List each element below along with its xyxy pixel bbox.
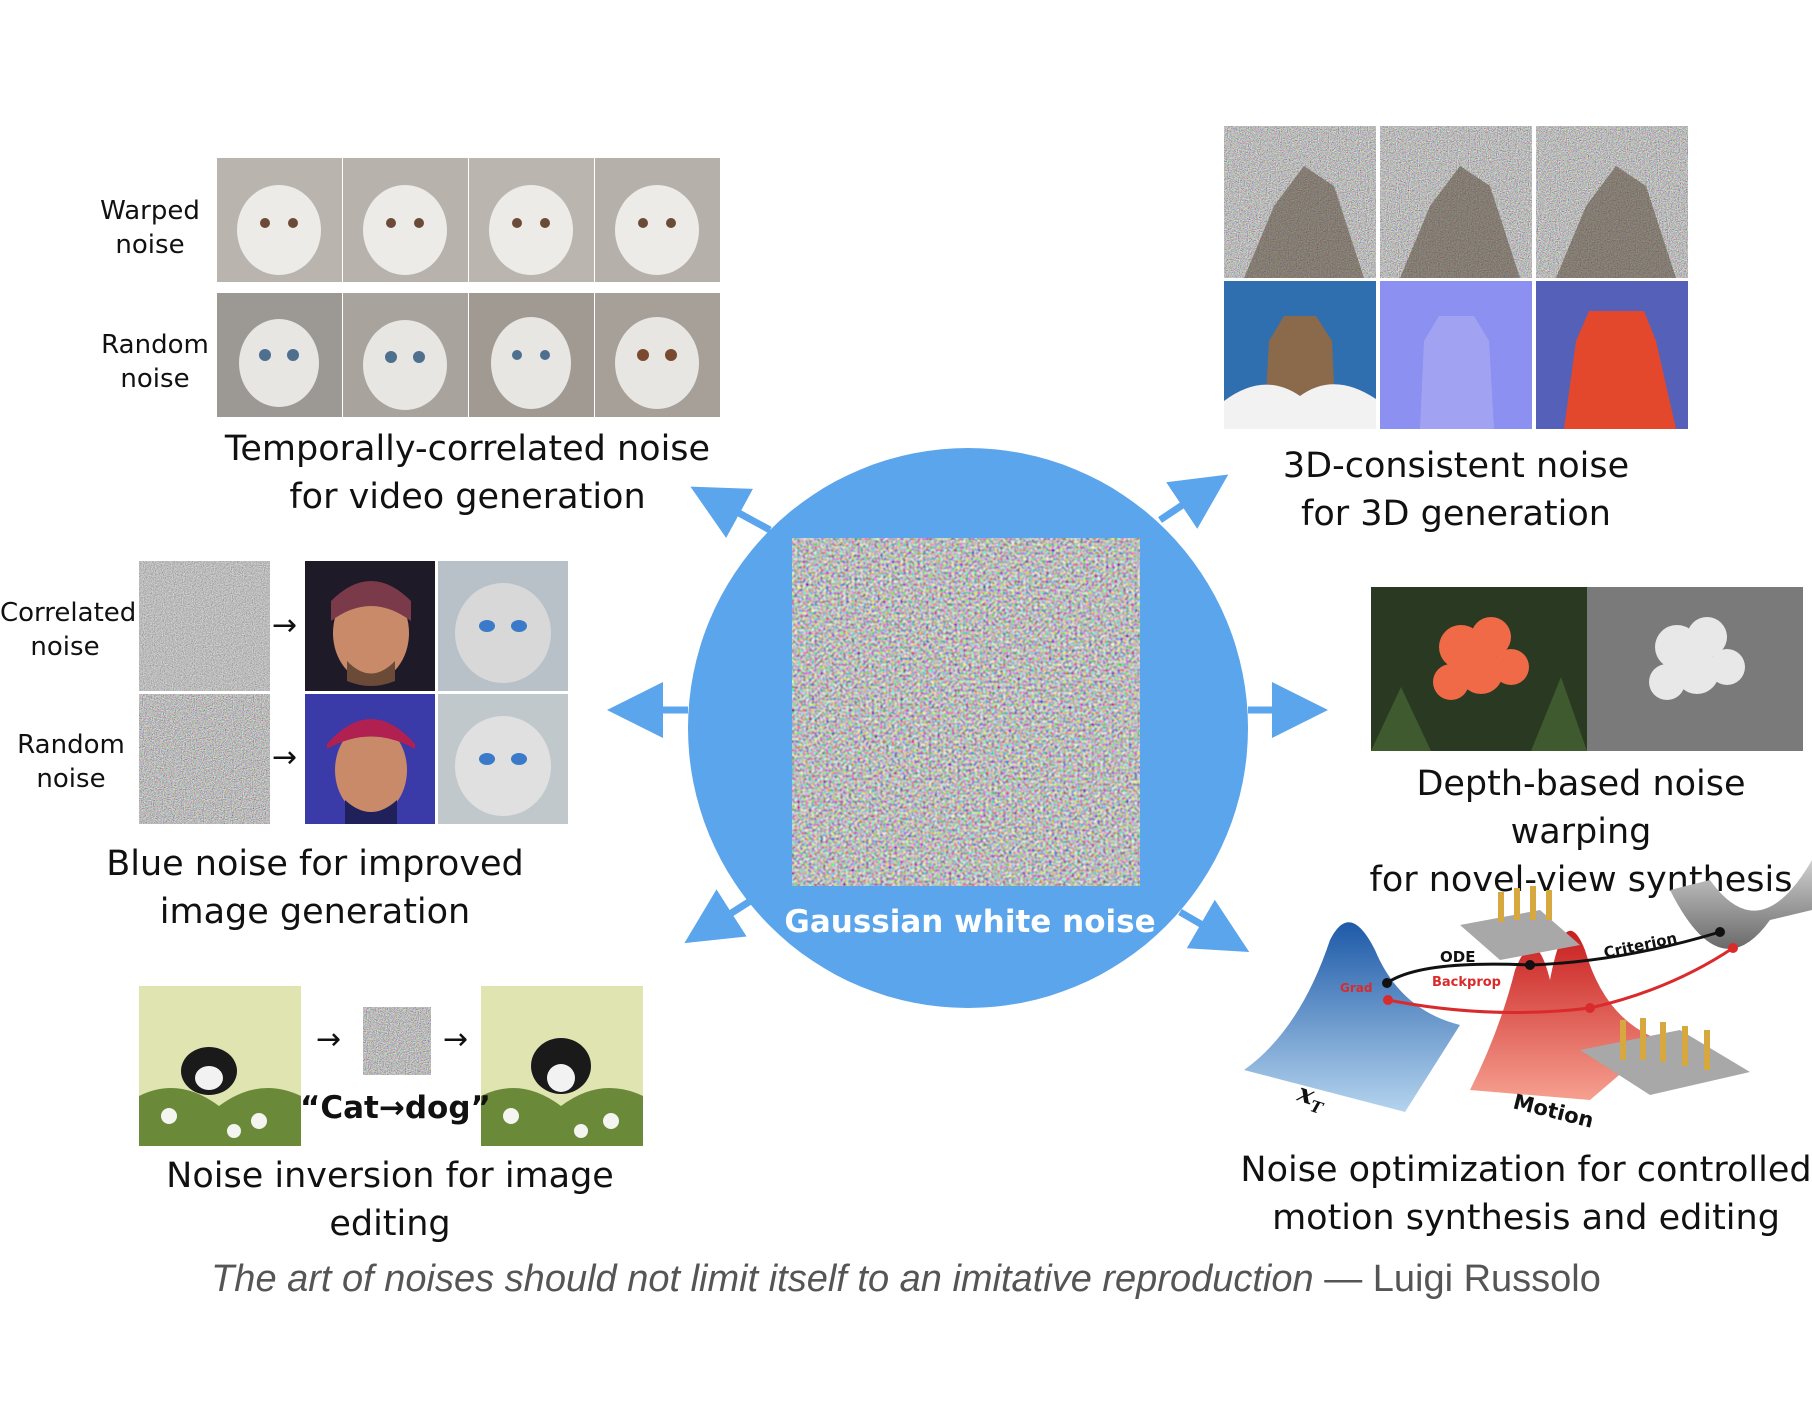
blue-noise-generations-top	[305, 561, 568, 691]
backprop-label: Backprop	[1432, 975, 1501, 990]
random-noise-label: Random noise	[101, 330, 209, 394]
motion-optimization-diagram: ODE Criterion Grad Backprop xT Motion	[1240, 850, 1812, 1130]
arrow-right-icon: →	[272, 740, 298, 775]
inversion-caption: Noise inversion for image editing	[166, 1156, 614, 1244]
motion-caption: Noise optimization for controlled motion…	[1240, 1150, 1812, 1238]
quote-text: The art of noises should not limit itsel…	[211, 1258, 1314, 1300]
blue-noise-caption: Blue noise for improved image generation	[106, 844, 524, 932]
video-caption: Temporally-correlated noise for video ge…	[224, 429, 711, 517]
ode-label: ODE	[1440, 948, 1475, 966]
inverted-noise-image	[363, 1007, 431, 1075]
criterion-label: Criterion	[1602, 929, 1679, 962]
arrow-up-left	[690, 486, 772, 538]
depth-warping-images	[1371, 587, 1803, 751]
edited-dog-image	[481, 986, 643, 1146]
3d-caption: 3D-consistent noise for 3D generation	[1282, 446, 1630, 534]
gaussian-noise-image	[792, 538, 1140, 886]
blue-noise-generations-bottom	[305, 694, 568, 824]
arrow-right-icon: →	[443, 1022, 469, 1057]
depth-caption: Depth-based noise warping for novel-view…	[1369, 764, 1793, 900]
center-label: Gaussian white noise	[784, 904, 1156, 940]
arrow-right-icon: →	[272, 608, 298, 643]
source-cat-image	[139, 986, 301, 1146]
quote: The art of noises should not limit itsel…	[0, 1258, 1812, 1301]
arrow-up-right	[1158, 474, 1229, 529]
3d-render-views	[1224, 281, 1688, 429]
edit-prompt: “Cat→dog”	[300, 1090, 491, 1126]
random-noise-image	[139, 694, 270, 824]
arrow-right-icon: →	[316, 1022, 342, 1057]
quote-author: — Luigi Russolo	[1313, 1258, 1601, 1300]
warped-noise-cat-frames	[217, 158, 720, 282]
random-noise-label-2: Random noise	[17, 730, 125, 794]
arrow-down-left	[684, 889, 757, 944]
grad-label: Grad	[1340, 981, 1372, 995]
arrow-down-right	[1178, 899, 1250, 953]
correlated-noise-image	[139, 561, 270, 691]
3d-noisy-views	[1224, 126, 1688, 278]
correlated-noise-label: Correlated noise	[0, 598, 137, 662]
random-noise-cat-frames	[217, 293, 720, 417]
warped-noise-label: Warped noise	[100, 196, 200, 260]
